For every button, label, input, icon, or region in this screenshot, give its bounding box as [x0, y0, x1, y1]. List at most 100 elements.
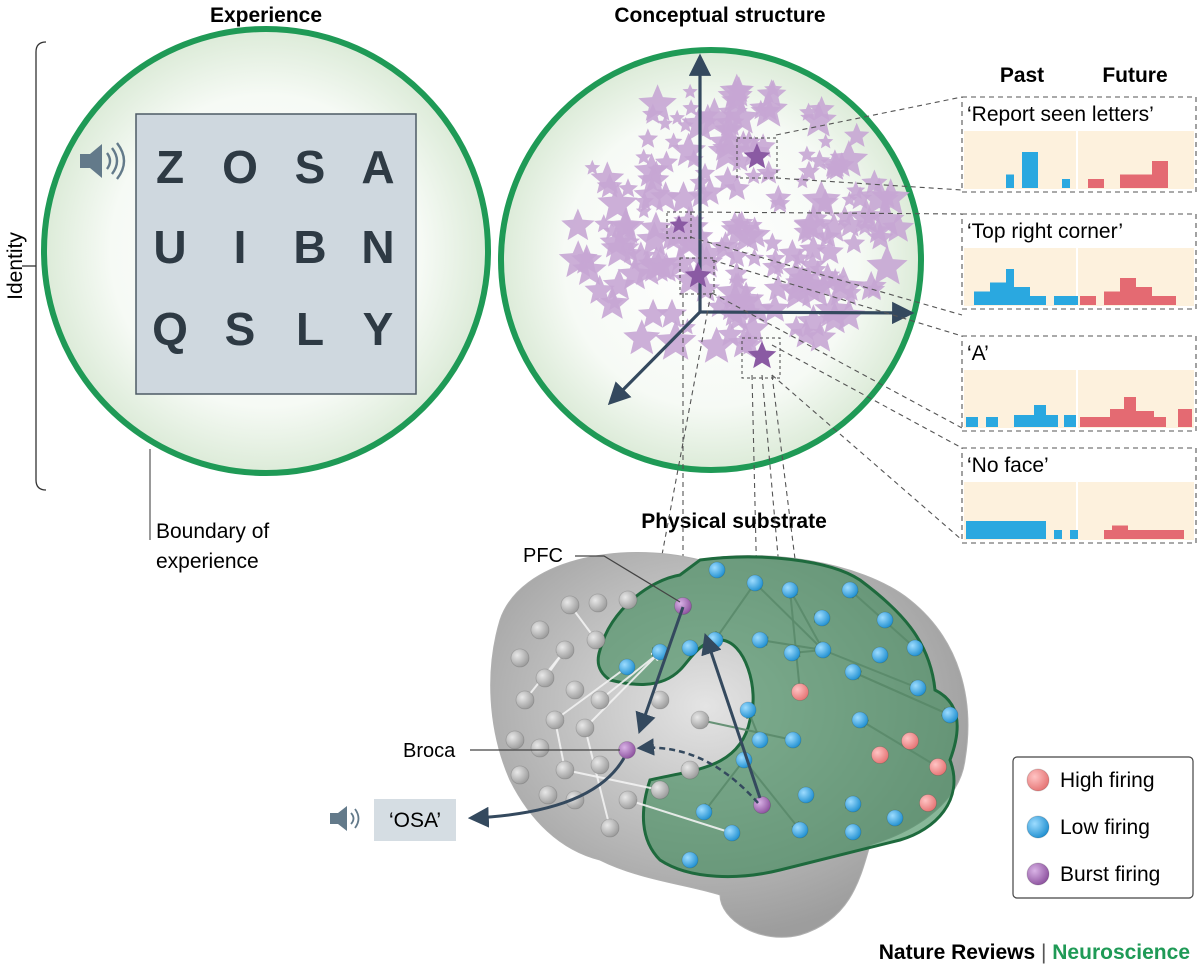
- concept-star: [654, 150, 678, 173]
- future-bar: [1092, 417, 1110, 427]
- concept-star: [820, 149, 850, 177]
- past-bar: [1064, 415, 1076, 427]
- concept-star: [769, 192, 791, 213]
- future-bar: [1124, 397, 1136, 427]
- future-bar: [1128, 530, 1136, 539]
- low-firing-neuron: [814, 641, 832, 659]
- footer-part1: Nature Reviews: [879, 941, 1035, 964]
- letter-display-panel: [135, 113, 417, 395]
- concept-star: [724, 175, 750, 200]
- firing-legend: [1012, 756, 1194, 899]
- neuron-connection: [789, 589, 805, 694]
- concept-star: [657, 115, 673, 131]
- concept-star: [731, 130, 755, 153]
- boundary-label-line1: Boundary of: [156, 520, 269, 543]
- past-bar: [1014, 521, 1022, 539]
- concept-star: [756, 160, 781, 184]
- letter-cell: O: [222, 141, 258, 193]
- concept-star: [816, 237, 844, 264]
- histogram-title: ‘A’: [967, 342, 989, 365]
- low-firing-neuron: [618, 658, 636, 676]
- concept-star: [719, 73, 754, 107]
- low-firing-neuron: [751, 731, 769, 749]
- concept-star: [677, 116, 694, 133]
- concept-star: [697, 326, 736, 363]
- future-column-label: Future: [1102, 64, 1167, 87]
- inactive-neuron: [600, 818, 620, 838]
- neuron-connection: [599, 650, 662, 701]
- inactive-neuron: [545, 710, 565, 730]
- concept-star: [724, 261, 749, 284]
- future-bar: [1144, 174, 1152, 188]
- identity-label: Identity: [4, 232, 27, 300]
- past-bar: [966, 417, 978, 427]
- past-bar: [1006, 174, 1014, 188]
- low-firing-neuron: [886, 809, 904, 827]
- low-firing-neuron: [876, 611, 894, 629]
- future-bar: [1128, 278, 1136, 305]
- concept-star: [561, 208, 595, 241]
- neuron-connection: [626, 797, 733, 834]
- concept-star: [683, 219, 702, 237]
- concept-star: [584, 159, 601, 175]
- concept-star: [572, 252, 607, 285]
- concept-star: [618, 178, 638, 198]
- past-bar: [1038, 296, 1046, 305]
- concept-star: [762, 232, 783, 252]
- histogram-title: ‘No face’: [967, 454, 1049, 477]
- inactive-neuron: [515, 690, 535, 710]
- inactive-neuron: [590, 755, 610, 775]
- conceptual-structure-heading: Conceptual structure: [614, 4, 825, 27]
- past-bar: [966, 521, 974, 539]
- concept-star: [637, 164, 670, 195]
- concept-star: [844, 122, 870, 147]
- concept-star: [577, 247, 596, 265]
- neuron-connection: [713, 582, 756, 642]
- histogram-panels: ‘Report seen letters’‘Top right corner’‘…: [961, 96, 1197, 544]
- high-firing-neuron: [901, 732, 919, 750]
- concept-star: [669, 109, 685, 125]
- concept-star: [846, 180, 866, 199]
- neuron-connection: [822, 649, 920, 690]
- concept-star: [799, 234, 828, 262]
- low-firing-neuron: [751, 631, 769, 649]
- letter-cell: S: [295, 141, 326, 193]
- future-bar: [1136, 530, 1144, 539]
- concept-star: [855, 218, 874, 236]
- high-firing-neuron: [871, 746, 889, 764]
- low-firing-neuron: [695, 803, 713, 821]
- low-firing-neuron: [906, 639, 924, 657]
- inactive-neuron: [530, 620, 550, 640]
- past-bar: [1070, 296, 1078, 305]
- concept-star: [666, 181, 701, 214]
- neuron-connection: [698, 716, 794, 741]
- histogram-title: ‘Top right corner’: [967, 220, 1123, 243]
- concept-star: [744, 166, 763, 184]
- concept-star: [800, 101, 837, 137]
- past-bar: [982, 291, 990, 305]
- past-bar: [1054, 530, 1062, 539]
- past-bar: [1062, 296, 1070, 305]
- neuron-connection: [553, 666, 628, 722]
- concept-star: [594, 286, 630, 319]
- concept-star: [623, 319, 661, 355]
- past-bar: [1006, 269, 1014, 305]
- low-firing-neuron: [784, 731, 802, 749]
- neuron-connection: [584, 727, 613, 830]
- boundary-label-line2: experience: [156, 550, 259, 573]
- future-bar: [1154, 417, 1166, 427]
- future-bar: [1152, 161, 1160, 188]
- past-bar: [1030, 152, 1038, 188]
- concept-star: [728, 272, 748, 291]
- concept-star: [863, 278, 886, 299]
- neuron-connection: [789, 588, 824, 651]
- inactive-neuron: [538, 785, 558, 805]
- concept-star: [637, 298, 669, 328]
- concept-star: [788, 264, 816, 290]
- letter-cell: Q: [152, 303, 188, 355]
- concept-star: [798, 145, 816, 163]
- concept-star: [636, 221, 673, 256]
- past-bar: [998, 282, 1006, 305]
- future-bar: [1088, 296, 1096, 305]
